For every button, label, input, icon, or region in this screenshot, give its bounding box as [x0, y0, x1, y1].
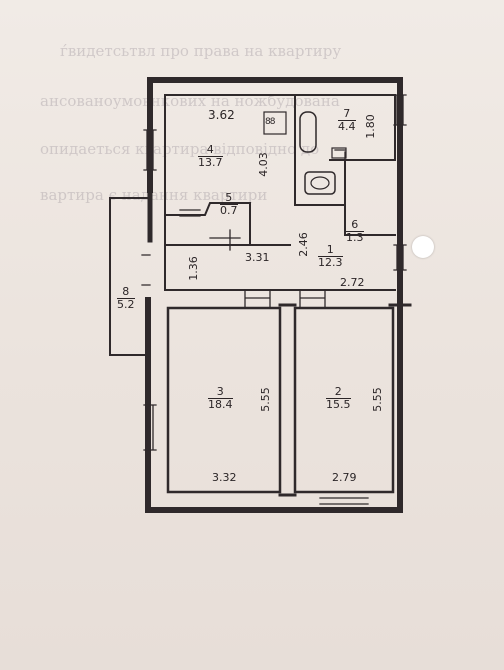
room-label-1: 1 12.3	[318, 244, 343, 269]
bleed-through-text: вартира є надання квартири	[40, 186, 268, 204]
outer-wall	[145, 297, 403, 513]
room-label-6: 6 1.3	[346, 219, 364, 244]
window-icon	[143, 94, 407, 511]
room-number: 5	[220, 192, 238, 205]
room-label-3: 3 18.4	[208, 386, 233, 411]
room-area: 15.5	[326, 398, 351, 411]
room-area: 5.2	[117, 298, 135, 311]
room-label-4: 4 13.7	[198, 144, 223, 169]
room-area: 4.4	[338, 120, 356, 133]
divider-wall	[278, 303, 297, 497]
room-number: 1	[318, 244, 343, 257]
room-number: 7	[338, 108, 356, 121]
room3-wall	[166, 306, 282, 494]
room2-width-label: 2.79	[332, 471, 357, 484]
stove-label: 88	[265, 117, 276, 127]
toilet-bowl-icon	[310, 176, 330, 190]
bath-depth-label: 1.80	[363, 114, 377, 139]
bathtub-icon	[299, 111, 317, 153]
hall-wall	[164, 244, 396, 291]
room-label-7: 7 4.4	[338, 108, 356, 133]
room2-wall	[293, 306, 395, 494]
hall-depth-label: 2.46	[296, 232, 310, 257]
room-number: 3	[208, 386, 233, 399]
room3-depth-label: 5.55	[258, 387, 272, 412]
room2-depth-label: 5.55	[370, 387, 384, 412]
wc-wall	[294, 159, 346, 206]
room-area: 0.7	[220, 204, 238, 217]
door-icon	[141, 149, 346, 309]
hall-left-label: 1.36	[186, 256, 200, 281]
room-area: 12.3	[318, 256, 343, 269]
kitchen-width-label: 3.62	[208, 108, 235, 122]
room3-width-label: 3.32	[212, 471, 237, 484]
hall-width-label: 3.31	[245, 251, 270, 264]
balcony-outline	[109, 197, 151, 356]
bleed-through-text: ансованоумовнкових на ножбудована	[40, 92, 340, 110]
bleed-through-text: опидаеться квартира відповідно до	[40, 140, 320, 158]
stove-icon	[263, 111, 287, 135]
toilet-icon	[304, 171, 336, 195]
room-area: 18.4	[208, 398, 233, 411]
room-number: 8	[117, 286, 135, 299]
touch-point-marker[interactable]	[412, 236, 434, 258]
room-number: 6	[346, 219, 364, 232]
room-area: 1.3	[346, 231, 364, 244]
room-label-8: 8 5.2	[117, 286, 135, 311]
outer-wall	[147, 77, 403, 98]
hall-right-label: 2.72	[340, 276, 365, 289]
hall-wall	[344, 204, 396, 236]
sink-icon	[331, 147, 347, 159]
bath-wall	[294, 94, 396, 161]
room-number: 4	[198, 144, 223, 157]
room-label-5: 5 0.7	[220, 192, 238, 217]
kitchen-depth-label: 4.03	[256, 152, 270, 177]
room-number: 2	[326, 386, 351, 399]
room-area: 13.7	[198, 156, 223, 169]
bleed-through-text: ѓвидетсьтвл про права на квартиру	[60, 42, 342, 60]
room-label-2: 2 15.5	[326, 386, 351, 411]
pantry-wall	[164, 202, 251, 246]
